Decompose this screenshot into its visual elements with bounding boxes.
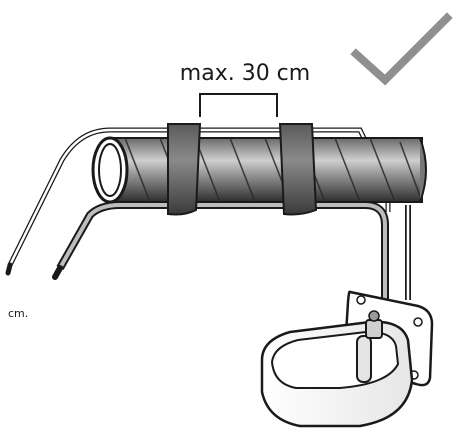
clipped-note: cm. xyxy=(8,307,28,320)
heating-cable xyxy=(5,127,411,310)
dimension-bracket xyxy=(199,93,278,117)
adhesive-tape-right xyxy=(278,123,318,216)
check-mark-icon xyxy=(350,12,453,86)
drinking-bowl xyxy=(260,290,434,428)
adhesive-tape-left xyxy=(167,123,202,216)
water-pipe xyxy=(91,136,427,204)
dimension-label: max. 30 cm xyxy=(180,61,310,86)
